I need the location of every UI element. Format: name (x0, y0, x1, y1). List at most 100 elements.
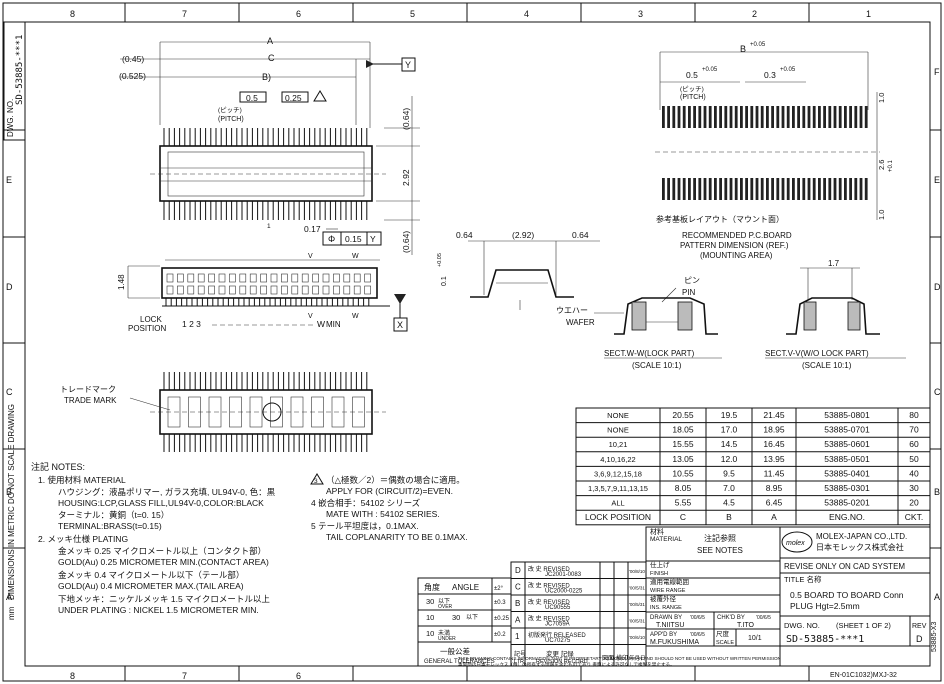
pcb-pad-upper (797, 106, 800, 128)
zone-row-left: E (6, 175, 12, 185)
side-slot (166, 273, 174, 283)
dim-025: 0.25 (285, 93, 302, 103)
title-block: 材料 MATERIAL 注記参照 SEE NOTES 仕上げ FINISH 適用… (645, 526, 931, 667)
ckt-cell: 21.45 (763, 410, 785, 420)
ckt-cell: 4,10,16,22 (600, 455, 635, 464)
tol-r3a: 10 (426, 629, 434, 638)
side-slot (301, 273, 309, 283)
form-no: EN-01C1032)MXJ-32 (830, 672, 897, 679)
pcb-tol03: +0.05 (780, 67, 796, 73)
pin1-mark: 1 (267, 223, 271, 230)
pcb-pad-upper (693, 106, 696, 128)
pcb-pad-lower (708, 178, 712, 200)
pcb-pad-upper (781, 106, 785, 128)
fv-d064b: 0.64 (572, 230, 589, 240)
zone-row-left: A (6, 592, 12, 602)
side-note: DIMENSIONS IN METRIC DO NOT SCALE DRAWIN… (7, 404, 16, 600)
rev-ltr: D (515, 566, 521, 575)
ckt-cell: 8.95 (766, 483, 783, 493)
pcb-pad-lower (797, 178, 800, 200)
side-slot (353, 273, 361, 283)
pin-jp: ピン (684, 276, 700, 285)
pcb-pad-lower (714, 178, 717, 200)
notes-head: 注記 NOTES: (31, 461, 85, 472)
gtol-symbol: Φ (328, 234, 335, 244)
ckt-cell: 80 (909, 410, 919, 420)
note-l2: ハウジング：液晶ポリマー, ガラス充填, UL94V-0, 色：黒 (58, 487, 276, 497)
pcb-tol26: +0.1 (888, 159, 894, 172)
tol-r2b: 30 (452, 613, 460, 622)
pcb-pad-upper (828, 106, 832, 128)
side-slot (177, 273, 184, 283)
tb-ins-en: INS. RANGE (650, 605, 682, 611)
pcb-pad-upper (719, 106, 722, 128)
footer-jp: 本図面は日本モレックス（株）の所有する情報を含むものであり 書面による許可なしで… (458, 661, 675, 668)
rev-col-app: 図面 (602, 655, 614, 662)
pcb-pad-lower (844, 178, 847, 200)
tb-appd-name: M.FUKUSHIMA (650, 639, 699, 646)
ckt-cell: 5.55 (675, 498, 692, 508)
fv-tol01: +0.05 (437, 253, 443, 267)
pcb-pad-upper (724, 106, 728, 128)
ckt-cell: 30 (909, 483, 919, 493)
section-w: ピン PIN ウエハー WAFER SECT.W-W(LOCK PART) (S… (556, 276, 722, 370)
tb-chkd-name: T.ITO (737, 622, 755, 629)
side-slot (197, 285, 205, 295)
wafer-en: WAFER (566, 318, 595, 327)
ckt-header-cell: A (771, 512, 777, 522)
pcb-title-en2: PATTERN DIMENSION (REF.) (680, 241, 789, 250)
pin-en: PIN (682, 288, 696, 297)
tol-gen-en: GENERAL TOLERANCES (424, 659, 495, 665)
pcb-dim-b: B (740, 44, 746, 54)
ckt-cell: 53885-0701 (824, 425, 870, 435)
ckt-cell: 13.05 (672, 454, 694, 464)
note-l10: GOLD(Au) 0.4 MICROMETER MAX.(TAIL AREA) (58, 581, 244, 591)
top-pins-lower (163, 201, 368, 220)
pcb-pad-upper (745, 106, 748, 128)
pcb-tol-b: +0.05 (750, 42, 766, 48)
note-r4: MATE WITH : 54102 SERIES. (326, 509, 440, 519)
dim-017: 0.17 (304, 224, 321, 234)
pcb-pad-lower (703, 178, 707, 200)
pcb-pads (662, 106, 868, 200)
ckt-cell: 53885-0601 (824, 439, 870, 449)
pcb-pad-lower (818, 178, 821, 200)
ckt-cell: 50 (909, 454, 919, 464)
dim-b: B) (262, 72, 271, 82)
ckt-cell: 60 (909, 439, 919, 449)
side-dwg-label: DWG. NO. (6, 99, 15, 137)
ckt-cell: 53885-0401 (824, 468, 870, 478)
ckt-cell: ALL (611, 499, 624, 508)
rev-desc: 改 史 REVISED (528, 598, 570, 606)
dim-064-top: (0.64) (401, 108, 411, 130)
top-pins-upper (163, 128, 368, 146)
trade-mark-en: TRADE MARK (64, 396, 117, 405)
side-slot (322, 285, 330, 295)
pcb-pad-upper (859, 106, 863, 128)
zone-col-top: 6 (296, 9, 301, 19)
pcb-pad-lower (750, 178, 754, 200)
wafer-jp: ウエハー (556, 306, 588, 315)
side-slot (187, 273, 195, 283)
rev-col-ltr: LTR (514, 659, 524, 665)
ckt-header-cell: LOCK POSITION (585, 512, 651, 522)
pitch-value: 0.5 (246, 93, 258, 103)
pcb-pad-upper (729, 106, 733, 128)
pcb-pad-upper (864, 106, 868, 128)
side-slot (270, 285, 278, 295)
pcb-pad-upper (714, 106, 717, 128)
pcb-pad-lower (682, 178, 686, 200)
tb-drawn: DRAWN BY (650, 615, 682, 621)
housing-body (159, 145, 373, 202)
tol-angle-en: ANGLE (452, 583, 479, 592)
pcb-pad-upper (823, 106, 826, 128)
ckt-cell: NONE (607, 411, 629, 420)
ckt-header-cell: ENG.NO. (829, 512, 865, 522)
pcb-pad-upper (807, 106, 811, 128)
tolerance-block: 角度 ANGLE ±2° 30 以下 OVER ±0.3 10 30 以下 ±0… (417, 577, 512, 667)
ckt-cell: 20 (909, 498, 919, 508)
ckt-cell: 19.5 (721, 410, 738, 420)
